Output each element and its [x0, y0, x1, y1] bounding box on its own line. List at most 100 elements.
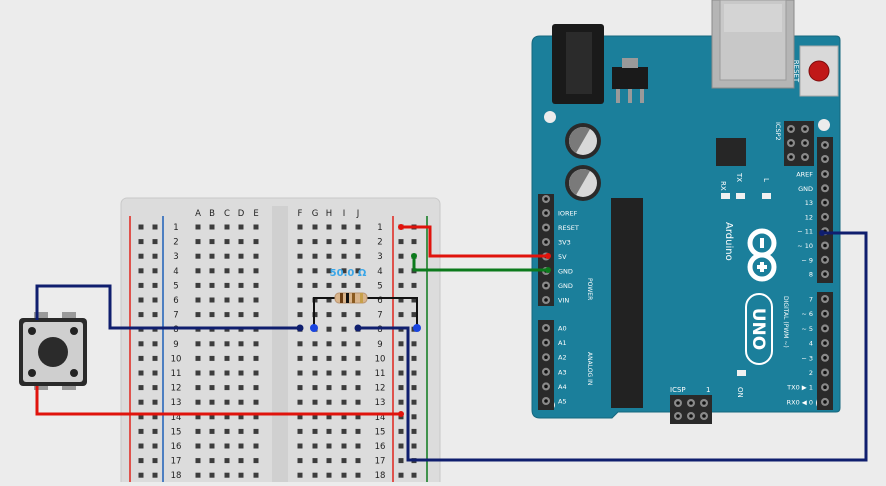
breadboard-hole[interactable]: [238, 224, 244, 230]
breadboard-hole[interactable]: [398, 443, 404, 449]
breadboard-hole[interactable]: [138, 428, 144, 434]
breadboard-hole[interactable]: [138, 253, 144, 259]
breadboard-hole[interactable]: [209, 428, 215, 434]
breadboard-hole[interactable]: [195, 385, 201, 391]
breadboard-hole[interactable]: [341, 458, 347, 464]
breadboard-hole[interactable]: [355, 282, 361, 288]
breadboard-hole[interactable]: [209, 282, 215, 288]
breadboard-hole[interactable]: [253, 414, 259, 420]
breadboard-hole[interactable]: [138, 297, 144, 303]
reset-button[interactable]: [808, 60, 830, 82]
breadboard-hole[interactable]: [297, 443, 303, 449]
breadboard-hole[interactable]: [224, 282, 230, 288]
breadboard-hole[interactable]: [253, 443, 259, 449]
breadboard-hole[interactable]: [209, 370, 215, 376]
breadboard-hole[interactable]: [411, 399, 417, 405]
breadboard-hole[interactable]: [398, 399, 404, 405]
breadboard-hole[interactable]: [312, 253, 318, 259]
breadboard-hole[interactable]: [138, 399, 144, 405]
breadboard-hole[interactable]: [224, 312, 230, 318]
breadboard-hole[interactable]: [326, 239, 332, 245]
wire-gnd[interactable]: [412, 256, 548, 272]
breadboard-hole[interactable]: [209, 253, 215, 259]
breadboard-hole[interactable]: [138, 370, 144, 376]
breadboard-hole[interactable]: [152, 312, 158, 318]
breadboard-hole[interactable]: [312, 370, 318, 376]
breadboard-hole[interactable]: [209, 385, 215, 391]
breadboard-hole[interactable]: [138, 282, 144, 288]
breadboard-hole[interactable]: [253, 253, 259, 259]
breadboard-hole[interactable]: [326, 268, 332, 274]
breadboard-hole[interactable]: [398, 268, 404, 274]
breadboard-hole[interactable]: [238, 472, 244, 478]
breadboard-hole[interactable]: [224, 428, 230, 434]
breadboard-hole[interactable]: [341, 224, 347, 230]
breadboard-hole[interactable]: [209, 472, 215, 478]
breadboard-hole[interactable]: [341, 385, 347, 391]
wire-pin-11[interactable]: [358, 231, 868, 462]
breadboard-hole[interactable]: [152, 428, 158, 434]
breadboard-hole[interactable]: [297, 414, 303, 420]
wire-button-signal[interactable]: [35, 284, 300, 330]
breadboard-hole[interactable]: [224, 370, 230, 376]
breadboard-hole[interactable]: [326, 312, 332, 318]
wire-endpoint[interactable]: [296, 324, 304, 332]
breadboard-hole[interactable]: [297, 355, 303, 361]
breadboard-hole[interactable]: [411, 341, 417, 347]
breadboard-hole[interactable]: [411, 355, 417, 361]
breadboard-hole[interactable]: [138, 385, 144, 391]
breadboard-hole[interactable]: [195, 253, 201, 259]
breadboard-hole[interactable]: [355, 312, 361, 318]
breadboard-hole[interactable]: [326, 399, 332, 405]
breadboard-hole[interactable]: [253, 268, 259, 274]
wire-endpoint[interactable]: [545, 253, 551, 259]
breadboard-hole[interactable]: [138, 312, 144, 318]
breadboard-hole[interactable]: [238, 268, 244, 274]
button-cap[interactable]: [38, 337, 68, 367]
breadboard-hole[interactable]: [312, 355, 318, 361]
breadboard-hole[interactable]: [152, 443, 158, 449]
breadboard-hole[interactable]: [195, 428, 201, 434]
breadboard-hole[interactable]: [312, 399, 318, 405]
breadboard-hole[interactable]: [195, 224, 201, 230]
breadboard-hole[interactable]: [195, 268, 201, 274]
breadboard-hole[interactable]: [152, 297, 158, 303]
breadboard-hole[interactable]: [253, 341, 259, 347]
breadboard-hole[interactable]: [152, 268, 158, 274]
breadboard-hole[interactable]: [138, 472, 144, 478]
breadboard-hole[interactable]: [224, 443, 230, 449]
breadboard-hole[interactable]: [253, 458, 259, 464]
breadboard-hole[interactable]: [195, 355, 201, 361]
breadboard-hole[interactable]: [297, 282, 303, 288]
breadboard-hole[interactable]: [209, 355, 215, 361]
breadboard-hole[interactable]: [209, 297, 215, 303]
breadboard-hole[interactable]: [138, 414, 144, 420]
breadboard-hole[interactable]: [398, 428, 404, 434]
breadboard-hole[interactable]: [312, 428, 318, 434]
breadboard-hole[interactable]: [253, 355, 259, 361]
breadboard-hole[interactable]: [297, 370, 303, 376]
breadboard-hole[interactable]: [152, 355, 158, 361]
breadboard-hole[interactable]: [195, 458, 201, 464]
breadboard-hole[interactable]: [355, 428, 361, 434]
breadboard-hole[interactable]: [209, 443, 215, 449]
breadboard-hole[interactable]: [238, 399, 244, 405]
breadboard-hole[interactable]: [238, 443, 244, 449]
breadboard-hole[interactable]: [312, 268, 318, 274]
breadboard-hole[interactable]: [297, 399, 303, 405]
breadboard-hole[interactable]: [355, 253, 361, 259]
wire-endpoint[interactable]: [398, 224, 404, 230]
breadboard-hole[interactable]: [224, 458, 230, 464]
breadboard-hole[interactable]: [209, 224, 215, 230]
breadboard-hole[interactable]: [326, 224, 332, 230]
breadboard-hole[interactable]: [398, 385, 404, 391]
breadboard-hole[interactable]: [152, 414, 158, 420]
breadboard-hole[interactable]: [341, 282, 347, 288]
breadboard-hole[interactable]: [297, 239, 303, 245]
breadboard-hole[interactable]: [326, 458, 332, 464]
breadboard-hole[interactable]: [312, 472, 318, 478]
breadboard-hole[interactable]: [209, 268, 215, 274]
breadboard-hole[interactable]: [297, 312, 303, 318]
breadboard-hole[interactable]: [297, 385, 303, 391]
breadboard-hole[interactable]: [355, 355, 361, 361]
